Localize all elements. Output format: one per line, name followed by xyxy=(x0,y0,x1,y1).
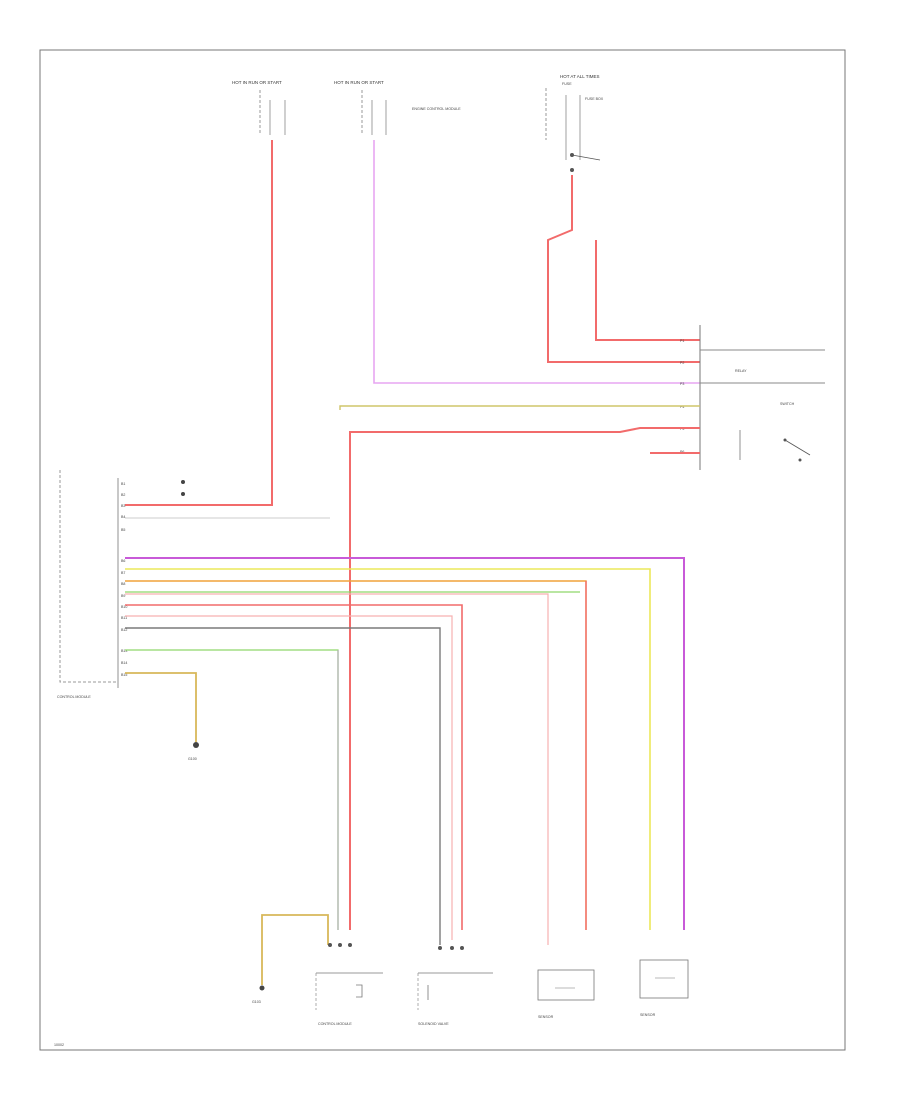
diagram-frame xyxy=(39,49,846,1051)
left-pin-3: B3 xyxy=(121,504,125,508)
wire-pink-to-solenoid xyxy=(125,615,453,940)
module-dot-1 xyxy=(181,480,185,484)
switch-label: SWITCH xyxy=(780,402,795,406)
fuse-a-label: HOT IN RUN OR START xyxy=(232,80,282,85)
ground-left-label: G100 xyxy=(188,757,197,761)
relay-switch-symbol xyxy=(739,430,811,462)
ecm-note: ENGINE CONTROL MODULE xyxy=(412,107,461,111)
wire-green-to-module xyxy=(125,649,339,930)
fuse-box-label: FUSE BOX xyxy=(585,97,604,101)
component-3-symbol xyxy=(537,969,595,1001)
module-dot-2 xyxy=(181,492,185,496)
module-left-pins: B1 B2 B3 B4 B5 B6 B7 B8 B9 B10 B11 B12 B… xyxy=(121,482,127,677)
right-pin-1: P1 xyxy=(680,339,684,343)
ground-bottom-label: G103 xyxy=(252,1000,261,1004)
ground-left-symbol xyxy=(193,742,199,748)
wire-gray-pink xyxy=(125,593,549,945)
component-3-label: SENSOR xyxy=(538,1015,554,1019)
left-pin-9: B9 xyxy=(121,594,125,598)
fuse-c-symbol xyxy=(545,88,601,172)
left-pin-5: B5 xyxy=(121,528,125,532)
wire-olive-right xyxy=(339,405,700,410)
module-left-label: CONTROL MODULE xyxy=(57,695,91,699)
wire-magenta-fuse-b xyxy=(373,140,700,384)
module-left-bracket xyxy=(59,470,118,683)
wire-orange xyxy=(125,580,587,930)
fuse-a-symbol xyxy=(259,90,286,135)
left-pin-7: B7 xyxy=(121,571,125,575)
wire-brown-yellow-ground xyxy=(125,672,197,742)
wire-red-long-right xyxy=(349,427,700,930)
component-4-label: SENSOR xyxy=(640,1013,656,1017)
right-pin-3: P3 xyxy=(680,382,684,386)
wire-brown-yellow-bottom xyxy=(261,914,329,985)
left-pin-13: B13 xyxy=(121,649,127,653)
component-1-symbol xyxy=(315,943,383,1010)
wire-red-fuse-a xyxy=(125,140,273,506)
right-pin-4: P4 xyxy=(680,405,684,409)
left-pin-6: B6 xyxy=(121,559,125,563)
left-pin-1: B1 xyxy=(121,482,125,486)
left-pin-8: B8 xyxy=(121,582,125,586)
page-reference: 10002 xyxy=(54,1043,64,1047)
right-pin-2: P2 xyxy=(680,361,684,365)
wire-red-to-solenoid xyxy=(125,604,463,930)
ground-bottom-symbol xyxy=(259,985,265,991)
fuse-c-label: HOT AT ALL TIMES xyxy=(560,74,600,79)
wire-yellow xyxy=(125,568,651,930)
left-pin-15: B15 xyxy=(121,673,127,677)
wire-red-fuse-c-left xyxy=(547,175,700,363)
component-4-symbol xyxy=(639,959,689,999)
component-2-label: SOLENOID VALVE xyxy=(418,1022,449,1026)
left-pin-4: B4 xyxy=(121,515,125,519)
component-2-symbol xyxy=(417,946,493,1010)
left-pin-12: B12 xyxy=(121,628,127,632)
component-1-label: CONTROL MODULE xyxy=(318,1022,352,1026)
fuse-c-sublabel: FUSE xyxy=(562,82,572,86)
fuse-b-label: HOT IN RUN OR START xyxy=(334,80,384,85)
wire-darkgray-to-solenoid xyxy=(125,627,441,945)
relay-label: RELAY xyxy=(735,369,747,373)
left-pin-11: B11 xyxy=(121,616,127,620)
left-pin-14: B14 xyxy=(121,661,127,665)
wire-red-fuse-c-right xyxy=(595,240,700,341)
left-pin-10: B10 xyxy=(121,605,127,609)
left-pin-2: B2 xyxy=(121,493,125,497)
wire-violet xyxy=(125,557,685,930)
fuse-b-symbol xyxy=(361,90,387,135)
